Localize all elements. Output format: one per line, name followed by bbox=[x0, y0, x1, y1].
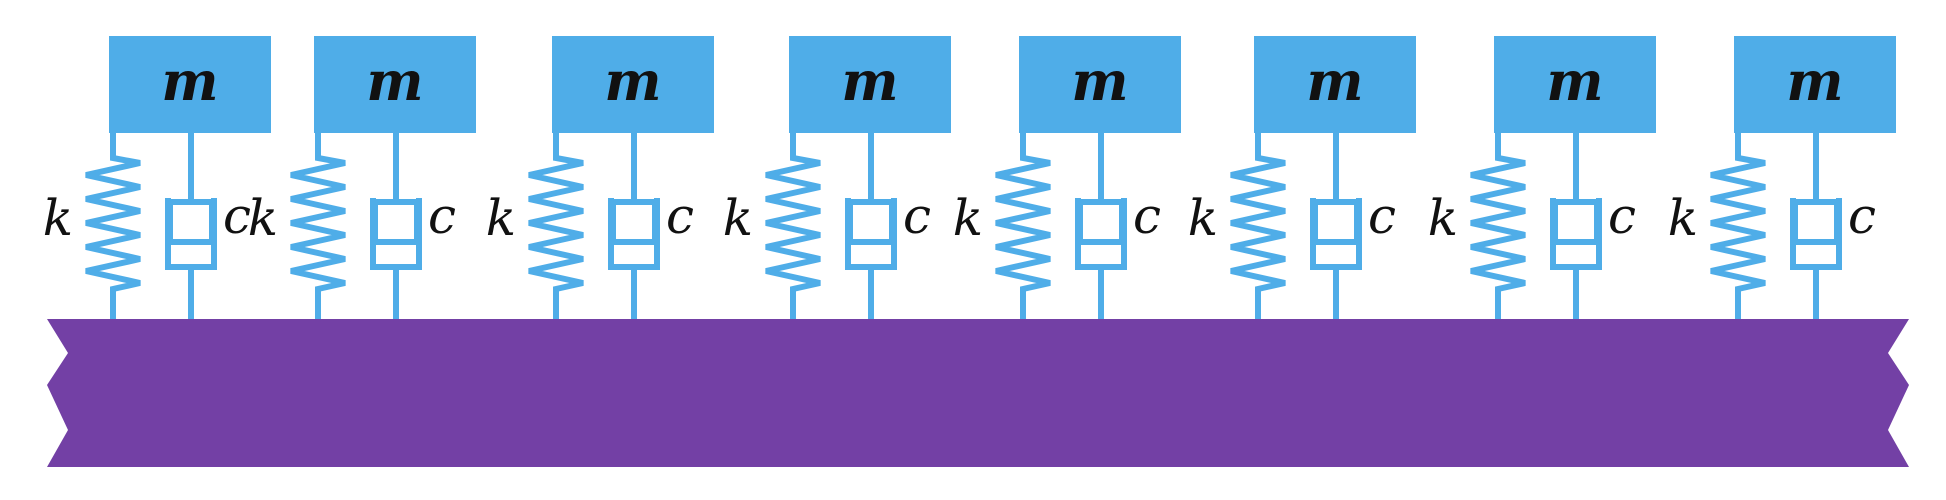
spring-label: k bbox=[1668, 189, 1698, 247]
spring-label: k bbox=[43, 189, 73, 247]
spring-label: k bbox=[1188, 189, 1218, 247]
damper-label: c bbox=[1848, 187, 1876, 245]
spring-label: k bbox=[248, 189, 278, 247]
spring bbox=[1710, 133, 1766, 319]
damper-label: c bbox=[903, 187, 931, 245]
damper-piston bbox=[1077, 199, 1125, 245]
unit-4: m k c bbox=[723, 36, 951, 319]
unit-8: m k c bbox=[1668, 36, 1896, 319]
damper-piston bbox=[1792, 199, 1840, 245]
spring-label: k bbox=[953, 189, 983, 247]
spring-label: k bbox=[486, 189, 516, 247]
damper-piston bbox=[610, 199, 658, 245]
mass-block bbox=[109, 36, 271, 133]
mass-block bbox=[314, 36, 476, 133]
damper-piston bbox=[1552, 199, 1600, 245]
mass-label: m bbox=[1306, 49, 1363, 113]
spring bbox=[290, 133, 346, 319]
unit-2: m k c bbox=[248, 36, 476, 319]
mass-block bbox=[1019, 36, 1181, 133]
damper-piston bbox=[372, 199, 420, 245]
spring-label: k bbox=[1428, 189, 1458, 247]
damper-label: c bbox=[428, 187, 456, 245]
mass-label: m bbox=[1071, 49, 1128, 113]
spring bbox=[528, 133, 584, 319]
mass-block bbox=[552, 36, 714, 133]
unit-7: m k c bbox=[1428, 36, 1656, 319]
mass-block bbox=[789, 36, 951, 133]
mass-label: m bbox=[604, 49, 661, 113]
spring-label: k bbox=[723, 189, 753, 247]
unit-5: m k c bbox=[953, 36, 1181, 319]
damper-piston bbox=[847, 199, 895, 245]
damper-piston bbox=[1312, 199, 1360, 245]
mass-label: m bbox=[161, 49, 218, 113]
mass-block bbox=[1494, 36, 1656, 133]
spring bbox=[1230, 133, 1286, 319]
mass-label: m bbox=[1546, 49, 1603, 113]
mass-label: m bbox=[841, 49, 898, 113]
damper-label: c bbox=[1133, 187, 1161, 245]
unit-1: m k c bbox=[43, 36, 271, 319]
damper-label: c bbox=[666, 187, 694, 245]
mass-block bbox=[1254, 36, 1416, 133]
unit-6: m k c bbox=[1188, 36, 1416, 319]
spring bbox=[1470, 133, 1526, 319]
mass-block bbox=[1734, 36, 1896, 133]
mass-label: m bbox=[366, 49, 423, 113]
mass-label: m bbox=[1786, 49, 1843, 113]
spring bbox=[765, 133, 821, 319]
damper-label: c bbox=[223, 187, 251, 245]
spring bbox=[85, 133, 141, 319]
damper-piston bbox=[167, 199, 215, 245]
spring bbox=[995, 133, 1051, 319]
ground-base bbox=[47, 319, 1909, 467]
unit-3: m k c bbox=[486, 36, 714, 319]
damper-label: c bbox=[1368, 187, 1396, 245]
damper-label: c bbox=[1608, 187, 1636, 245]
